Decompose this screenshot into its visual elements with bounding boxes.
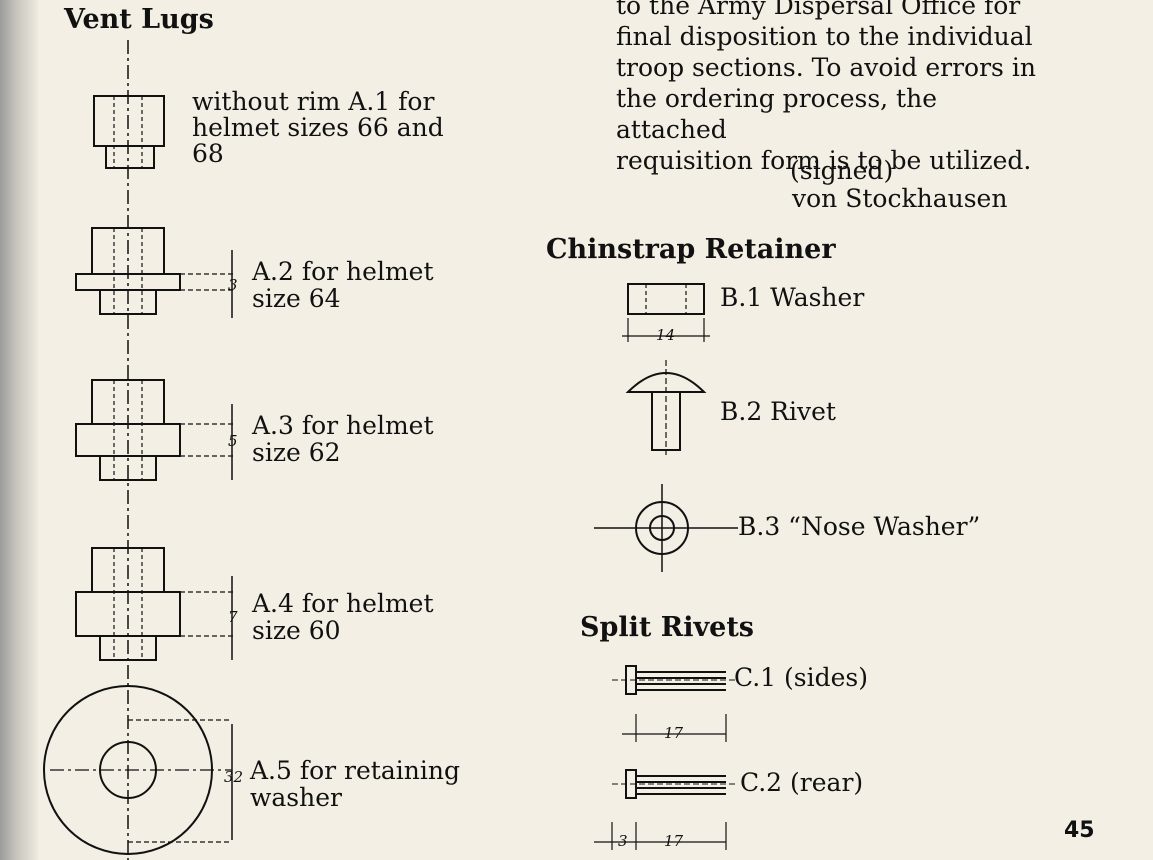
split-rivet-c1-label: C.1 (sides) [734, 663, 868, 692]
intro-paragraph: to the Army Dispersal Office for final d… [616, 0, 1036, 176]
intro-line: requisition form is to be utilized. [616, 146, 1032, 175]
intro-line: to the Army Dispersal Office for [616, 0, 1021, 20]
chinstrap-b1-label: B.1 Washer [720, 283, 865, 312]
chinstrap-heading: Chinstrap Retainer [546, 234, 836, 265]
vent-lug-a5-line2: washer [250, 783, 342, 812]
vent-lug-a4-drawing [75, 547, 236, 661]
split-rivet-c1-drawing [612, 665, 736, 742]
dim-c2-head: 3 [618, 832, 628, 850]
split-rivets-heading: Split Rivets [580, 612, 754, 643]
vent-lug-a2-drawing [75, 227, 236, 318]
chinstrap-b2-label: B.2 Rivet [720, 397, 836, 426]
split-rivet-c2-label: C.2 (rear) [740, 768, 864, 797]
vent-lug-a1-drawing [93, 95, 165, 169]
dim-a3: 5 [228, 432, 238, 450]
chinstrap-b3-label: B.3 “Nose Washer” [738, 512, 981, 541]
vent-lug-a3-line2: size 62 [252, 438, 341, 467]
vent-lug-a3-drawing [75, 379, 236, 481]
dim-b1: 14 [656, 326, 675, 344]
dim-c2-shank: 17 [664, 832, 684, 850]
chinstrap-b3-drawing [594, 484, 738, 572]
vent-lug-a1-line2: helmet sizes 66 and [192, 113, 444, 142]
vent-lug-a2-line2: size 64 [252, 284, 341, 313]
split-rivet-c2-drawing [594, 769, 736, 850]
intro-line: final disposition to the individual [616, 22, 1033, 51]
dim-a5: 32 [224, 768, 243, 786]
vent-lug-a1-line1: without rim A.1 for [192, 87, 435, 116]
chinstrap-b1-drawing [622, 283, 710, 342]
vent-lugs-heading: Vent Lugs [64, 4, 214, 35]
vent-lug-a3-line1: A.3 for helmet [252, 411, 434, 440]
intro-line: the ordering process, the attached [616, 84, 937, 144]
signature-signed: (signed) [790, 156, 894, 185]
signature-name: von Stockhausen [792, 184, 1008, 213]
vent-lug-a4-line1: A.4 for helmet [252, 589, 434, 618]
dim-c1: 17 [664, 724, 684, 742]
intro-line: troop sections. To avoid errors in [616, 53, 1036, 82]
vent-lug-a5-line1: A.5 for retaining [250, 756, 460, 785]
book-gutter-shadow [0, 0, 38, 860]
dim-a4: 7 [228, 608, 238, 626]
vent-lug-a2-line1: A.2 for helmet [252, 257, 434, 286]
vent-lug-a4-line2: size 60 [252, 616, 341, 645]
chinstrap-b2-drawing [625, 360, 707, 455]
dim-a2: 3 [228, 276, 238, 294]
vent-lug-a1-line3: 68 [192, 139, 224, 168]
vent-lug-a5-drawing [43, 685, 233, 855]
page-number: 45 [1064, 818, 1095, 843]
